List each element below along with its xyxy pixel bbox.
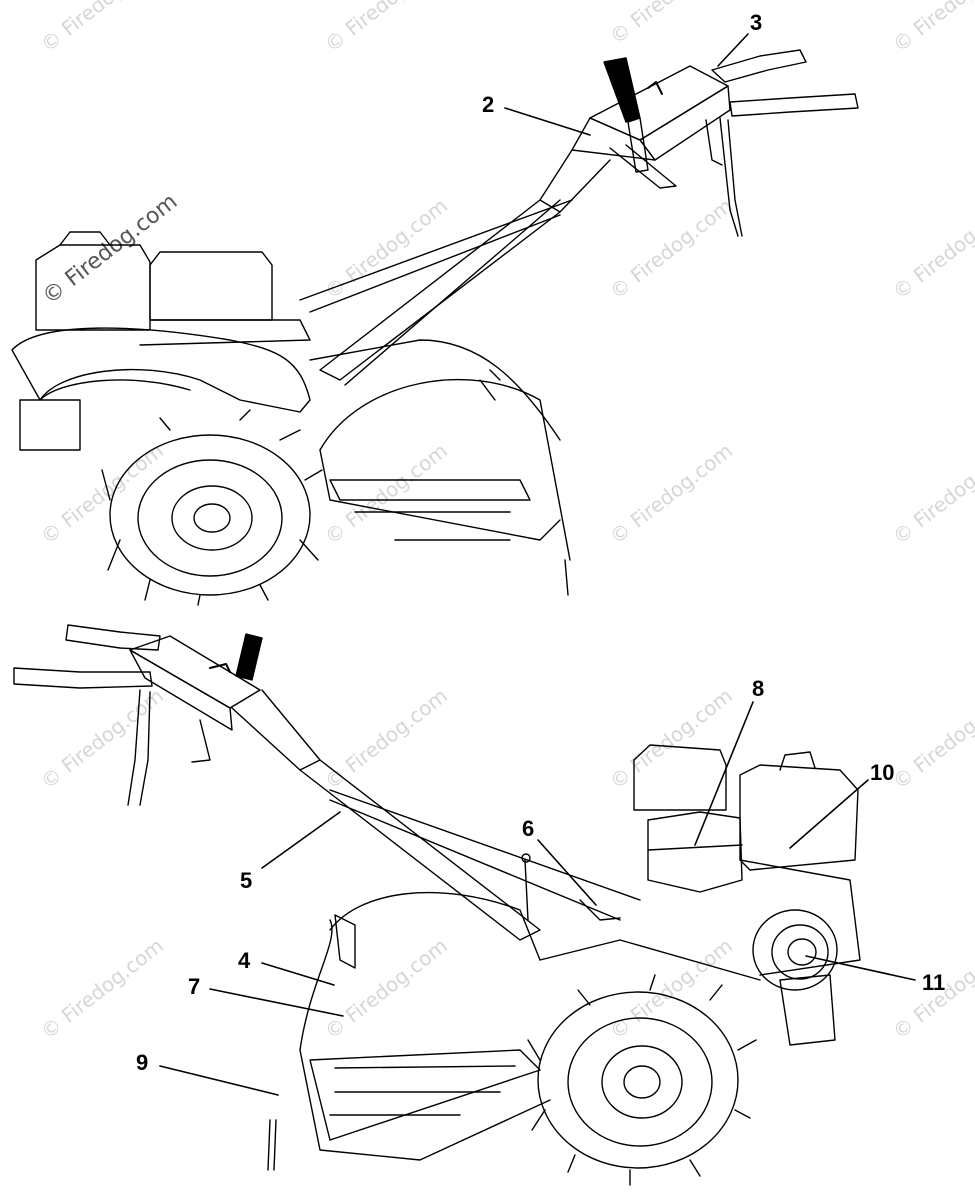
top-wheel — [101, 409, 323, 606]
bottom-engine — [633, 744, 861, 976]
bottom-handle-tube — [231, 689, 641, 941]
leader-3 — [717, 33, 749, 67]
leader-4 — [261, 962, 335, 986]
callout-11: 11 — [922, 970, 946, 995]
bottom-tine-hood — [267, 891, 551, 1171]
leader-lines — [159, 33, 916, 1096]
leader-10 — [789, 779, 869, 849]
callout-10: 10 — [870, 760, 895, 785]
callout-3: 3 — [750, 10, 763, 35]
bottom-handlebar — [13, 624, 261, 806]
bottom-recoil-starter — [752, 909, 838, 991]
callout-7: 7 — [188, 974, 201, 999]
leader-2 — [504, 107, 591, 136]
bottom-shift-lever — [209, 633, 263, 681]
leader-5 — [261, 811, 341, 869]
bottom-wheel — [527, 974, 757, 1186]
callout-4: 4 — [238, 948, 251, 973]
top-engine — [35, 231, 311, 346]
leader-6 — [537, 839, 597, 906]
callout-6: 6 — [522, 816, 535, 841]
callout-9: 9 — [136, 1050, 149, 1075]
top-shift-lever — [603, 57, 663, 173]
top-tine-hood — [319, 378, 571, 596]
leader-11 — [805, 955, 916, 981]
leader-8 — [694, 701, 754, 846]
callout-8: 8 — [752, 676, 765, 701]
callout-2: 2 — [482, 92, 495, 117]
top-body — [11, 327, 561, 451]
callout-5: 5 — [240, 868, 253, 893]
leader-9 — [159, 1065, 279, 1096]
top-handle-tube — [299, 149, 611, 386]
top-tiller — [11, 49, 859, 606]
leader-7 — [209, 988, 344, 1017]
bottom-tiller — [13, 624, 861, 1186]
